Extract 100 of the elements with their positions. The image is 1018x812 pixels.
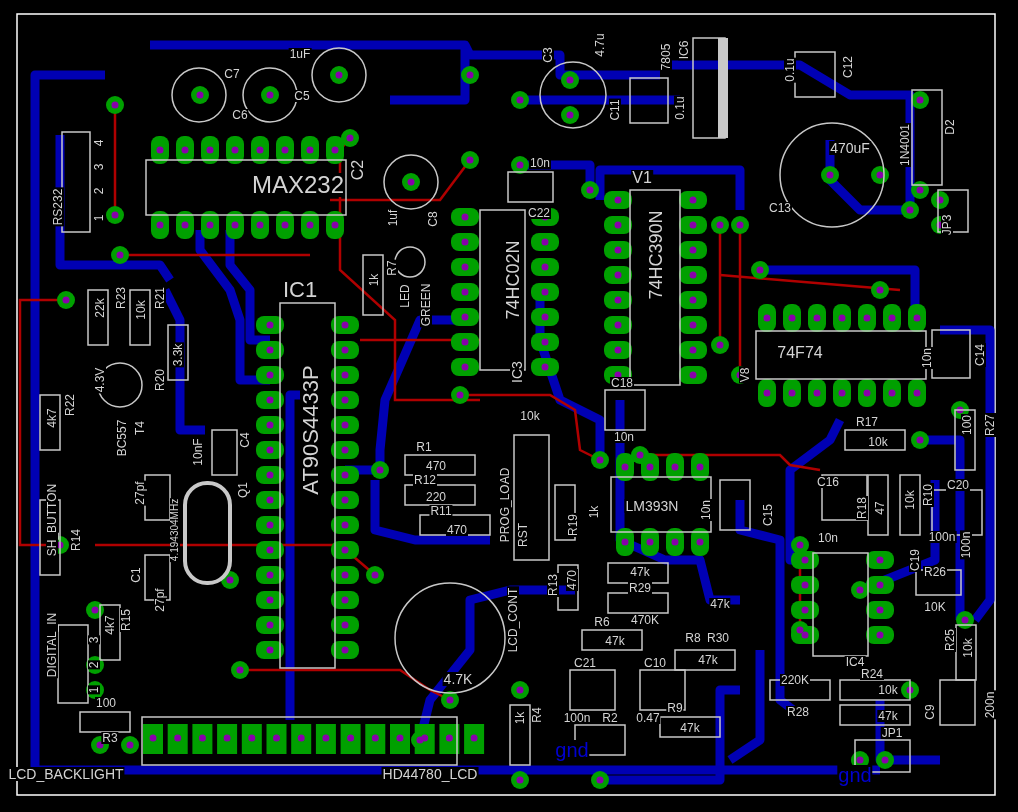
component-label: 47k bbox=[697, 654, 719, 666]
component-label: 4.3V bbox=[94, 366, 106, 394]
component-label: JP1 bbox=[880, 727, 904, 739]
component-label: IC3 bbox=[510, 360, 524, 384]
pin-number: 1 bbox=[88, 685, 100, 695]
component-label: 47k bbox=[629, 566, 651, 578]
component-label: 200n bbox=[984, 690, 996, 720]
pin-number: 1 bbox=[93, 213, 105, 223]
component-label: R21 bbox=[154, 286, 166, 310]
component-label: 4.7u bbox=[594, 32, 606, 58]
component-label: IC6 bbox=[678, 39, 690, 61]
component-label: C1 bbox=[130, 566, 142, 584]
component-label: 100n bbox=[927, 531, 957, 543]
component-label: R24 bbox=[860, 668, 884, 680]
component-label: 220 bbox=[425, 491, 447, 503]
component-label: PROG_LOAD bbox=[499, 466, 511, 544]
component-label: 10nF bbox=[192, 437, 204, 467]
component-label: 47 bbox=[874, 500, 886, 516]
component-label: 10n bbox=[529, 157, 551, 169]
component-label: 0.1u bbox=[674, 95, 686, 121]
component-label: 10k bbox=[519, 410, 541, 422]
component-label: 10k bbox=[135, 299, 147, 321]
component-label: 220K bbox=[780, 674, 810, 686]
component-label: C11 bbox=[609, 98, 621, 122]
component-label: C10 bbox=[643, 657, 667, 669]
component-label: GREEN bbox=[420, 282, 432, 328]
component-label: 7805 bbox=[660, 42, 672, 72]
component-label: LM393N bbox=[624, 499, 680, 513]
component-label: R29 bbox=[628, 582, 652, 594]
component-label: C19 bbox=[909, 548, 921, 572]
component-label: 1N4001 bbox=[899, 123, 911, 167]
component-label: V1 bbox=[631, 170, 653, 186]
pin-number: 3 bbox=[88, 635, 100, 645]
component-label: 1k bbox=[514, 710, 526, 726]
component-label: 10n bbox=[700, 499, 712, 521]
component-label: SH_BUTTON bbox=[46, 482, 58, 558]
component-label: R15 bbox=[120, 608, 132, 632]
component-label: 4.194304MHz bbox=[170, 497, 180, 563]
component-label: 10k bbox=[904, 489, 916, 511]
pin-number: 4 bbox=[93, 138, 105, 148]
component-label: R14 bbox=[70, 528, 82, 552]
component-label: R8 bbox=[684, 632, 702, 644]
component-label: 10n bbox=[613, 431, 635, 443]
component-label: BC557 bbox=[116, 418, 128, 458]
component-label: 47k bbox=[679, 722, 701, 734]
component-label: R2 bbox=[601, 712, 619, 724]
component-label: 1k bbox=[368, 272, 380, 288]
pin-number: 2 bbox=[88, 660, 100, 670]
component-label: LCD_CONT bbox=[507, 586, 519, 654]
component-label: C5 bbox=[293, 90, 311, 102]
component-label: 470K bbox=[630, 614, 660, 626]
component-label: RS232 bbox=[52, 187, 64, 227]
component-label: R25 bbox=[944, 628, 956, 652]
component-label: C16 bbox=[816, 476, 840, 488]
component-label: R28 bbox=[786, 706, 810, 718]
component-label: MAX232 bbox=[250, 173, 346, 197]
component-label: 470 bbox=[425, 460, 447, 472]
component-label: C3 bbox=[542, 46, 554, 64]
component-label: R23 bbox=[115, 286, 127, 310]
component-label: C22 bbox=[527, 207, 551, 219]
component-label: 22k bbox=[94, 297, 106, 319]
component-label: R6 bbox=[593, 616, 611, 628]
component-label: R13 bbox=[547, 573, 559, 597]
component-label: 4.7K bbox=[442, 672, 474, 686]
component-label: 100n bbox=[562, 712, 592, 724]
component-label: 27pf bbox=[134, 480, 146, 506]
component-label: C4 bbox=[239, 431, 251, 449]
component-label: R26 bbox=[923, 566, 947, 578]
component-label: R10 bbox=[922, 483, 934, 507]
component-label: C2 bbox=[350, 158, 366, 182]
component-label: C18 bbox=[610, 377, 634, 389]
component-label: R20 bbox=[154, 368, 166, 392]
component-label: T4 bbox=[134, 420, 146, 436]
net-label: gnd bbox=[837, 765, 873, 785]
component-label: 74HC390N bbox=[647, 209, 665, 301]
component-label: 74F74 bbox=[776, 345, 824, 361]
net-label: gnd bbox=[554, 740, 590, 760]
component-label: HD44780_LCD bbox=[381, 767, 479, 781]
component-label: JP3 bbox=[941, 213, 953, 237]
component-label: R3 bbox=[101, 732, 119, 744]
component-label: C14 bbox=[974, 343, 986, 367]
component-label: C21 bbox=[573, 657, 597, 669]
component-label: V8 bbox=[739, 366, 751, 384]
component-label: Q1 bbox=[237, 481, 249, 499]
component-label: 47k bbox=[709, 598, 731, 610]
component-label: 3.3k bbox=[172, 342, 184, 368]
component-label: 74HC02N bbox=[504, 239, 522, 321]
component-label: 470 bbox=[566, 569, 578, 591]
component-label: RST bbox=[517, 522, 529, 548]
component-label: 27pf bbox=[154, 587, 166, 613]
component-label: R18 bbox=[856, 496, 868, 520]
component-label: 470 bbox=[446, 524, 468, 536]
component-label: R1 bbox=[415, 441, 433, 453]
component-label: 10n bbox=[921, 347, 933, 369]
component-label: C7 bbox=[223, 68, 241, 80]
component-label: 0.47 bbox=[635, 712, 661, 724]
component-label: LED bbox=[399, 283, 411, 309]
component-label: R19 bbox=[567, 513, 579, 537]
component-label: R17 bbox=[855, 416, 879, 428]
component-label: 10k bbox=[877, 684, 899, 696]
